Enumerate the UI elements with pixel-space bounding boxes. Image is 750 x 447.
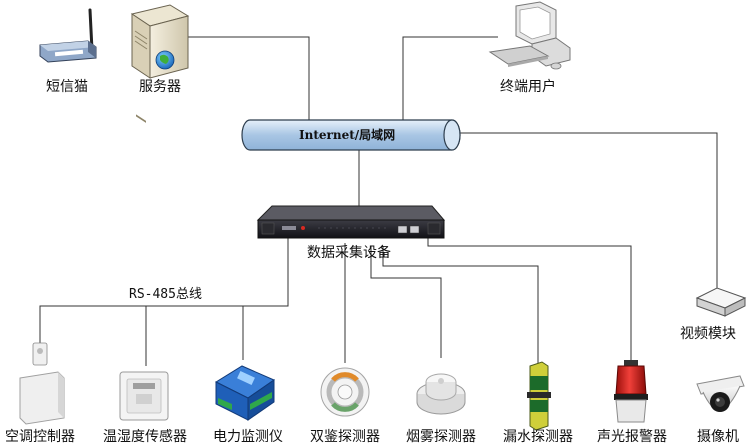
wire-network-video xyxy=(458,132,718,290)
sms-modem-icon xyxy=(39,8,97,63)
device-label-power-monitor: 电力监测仪 xyxy=(213,429,283,445)
server-label: 服务器 xyxy=(139,79,181,95)
device-label-alarm: 声光报警器 xyxy=(597,429,667,445)
bus-label: RS-485总线 xyxy=(129,287,202,302)
aircon-controller-icon xyxy=(19,342,65,425)
dual-tech-detector-icon xyxy=(320,367,370,417)
server-icon xyxy=(130,4,190,123)
device-label-camera: 摄像机 xyxy=(697,429,739,445)
dome-camera-icon xyxy=(696,375,745,412)
wire-leak xyxy=(382,246,539,366)
wire-terminal-network xyxy=(402,36,498,122)
terminal-computer-icon xyxy=(488,1,571,70)
network-cloud-pipe xyxy=(241,119,461,151)
wire-alarm xyxy=(427,236,632,360)
power-monitor-icon xyxy=(214,365,276,421)
data-collector-icon xyxy=(256,205,446,239)
video-module-icon xyxy=(695,287,747,317)
device-label-aircon: 空调控制器 xyxy=(5,429,75,445)
device-label-dual-tech: 双鉴探测器 xyxy=(310,429,380,445)
terminal-user-label: 终端用户 xyxy=(500,79,556,95)
device-label-temp-humidity: 温湿度传感器 xyxy=(103,429,187,445)
wire-server-network xyxy=(188,36,310,122)
wire-smoke xyxy=(370,246,442,358)
water-leak-detector-icon xyxy=(527,361,551,431)
network-label: Internet/局域网 xyxy=(299,128,396,142)
sound-light-alarm-icon xyxy=(614,360,648,423)
wire-collector-bus xyxy=(39,238,289,343)
collector-label: 数据采集设备 xyxy=(307,245,391,261)
device-label-smoke: 烟雾探测器 xyxy=(406,429,476,445)
smoke-detector-icon xyxy=(416,373,466,415)
video-module-label: 视频模块 xyxy=(680,326,736,342)
sms-modem-label: 短信猫 xyxy=(46,79,88,95)
temp-humidity-sensor-icon xyxy=(119,371,169,421)
device-label-water-leak: 漏水探测器 xyxy=(503,429,573,445)
connection-lines xyxy=(39,36,718,366)
